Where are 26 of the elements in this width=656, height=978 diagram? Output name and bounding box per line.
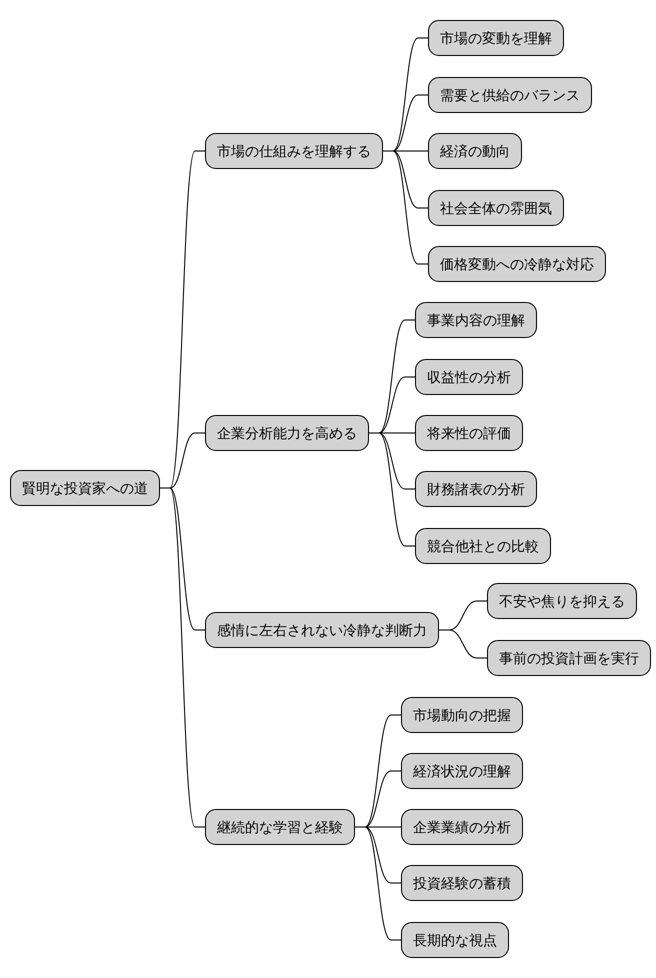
topic-box: 競合他社との比較 [415, 528, 551, 564]
topic-box: 継続的な学習と経験 [205, 809, 355, 845]
topic-box: 感情に左右されない冷静な判断力 [205, 612, 439, 648]
topic-box: 事業内容の理解 [415, 302, 537, 338]
topic-box: 企業分析能力を高める [205, 415, 369, 451]
topic-box: 事前の投資計画を実行 [487, 640, 651, 676]
topic-box: 経済状況の理解 [401, 753, 523, 789]
connector-line [382, 150, 428, 264]
topic-box: 社会全体の雰囲気 [428, 190, 564, 226]
topic-box: 需要と供給のバランス [428, 77, 592, 113]
topic-box: 市場の変動を理解 [428, 20, 564, 56]
topic-box: 将来性の評価 [415, 415, 523, 451]
connector-line [438, 630, 488, 658]
topic-box: 収益性の分析 [415, 359, 523, 395]
topic-box: 経済の動向 [428, 133, 522, 169]
topic-box: 不安や焦りを抑える [487, 583, 637, 619]
topic-box: 企業業績の分析 [401, 809, 523, 845]
topic-box: 投資経験の蓄積 [401, 865, 523, 901]
topic-box: 賢明な投資家への道 [10, 470, 160, 506]
topic-box: 長期的な視点 [401, 922, 509, 958]
topic-box: 価格変動への冷静な対応 [428, 246, 606, 282]
connector-line [368, 432, 416, 546]
connector-line [354, 826, 402, 940]
topic-box: 市場動向の把握 [401, 697, 523, 733]
topic-box: 市場の仕組みを理解する [205, 133, 383, 169]
topic-box: 財務諸表の分析 [415, 471, 537, 507]
